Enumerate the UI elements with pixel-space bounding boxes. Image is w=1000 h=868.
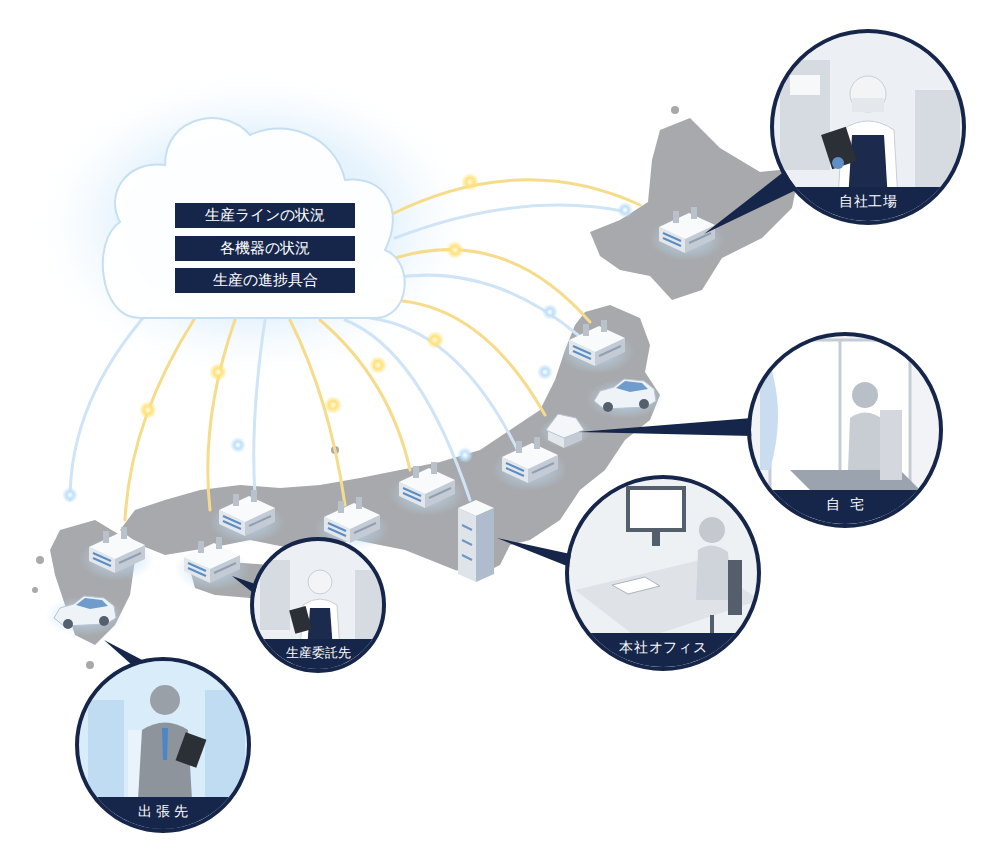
status-band: 各機器の状況 — [175, 236, 355, 261]
location-circle: 本社オフィス — [565, 475, 761, 671]
label-band: 自宅 — [751, 490, 939, 524]
status-band: 生産ラインの状況 — [175, 203, 355, 228]
status-band: 生産の進捗具合 — [175, 268, 355, 293]
office-scene — [565, 475, 765, 675]
location-label: 自社工場 — [774, 187, 962, 210]
label-band: 生産委託先 — [254, 639, 382, 669]
cloud — [103, 118, 405, 318]
label-band: 出張先 — [79, 797, 247, 829]
location-label: 自宅 — [751, 490, 939, 513]
location-circle: 自社工場 — [770, 29, 966, 225]
band-label: 各機器の状況 — [175, 236, 355, 261]
cloud-glow — [25, 65, 485, 385]
home-scene — [750, 335, 950, 535]
contractor-scene — [250, 538, 390, 678]
label-band: 本社オフィス — [569, 633, 757, 667]
location-label: 本社オフィス — [569, 633, 757, 656]
leader-lines — [104, 170, 796, 665]
factory-scene — [770, 30, 970, 230]
location-label: 出張先 — [79, 797, 247, 820]
location-circle: 出張先 — [75, 657, 251, 833]
label-band: 自社工場 — [774, 187, 962, 221]
band-label: 生産ラインの状況 — [175, 203, 355, 228]
location-circle: 生産委託先 — [250, 537, 386, 673]
location-circle: 自宅 — [747, 332, 943, 528]
business-trip-scene — [75, 658, 255, 838]
location-label: 生産委託先 — [254, 639, 382, 662]
band-label: 生産の進捗具合 — [175, 268, 355, 293]
